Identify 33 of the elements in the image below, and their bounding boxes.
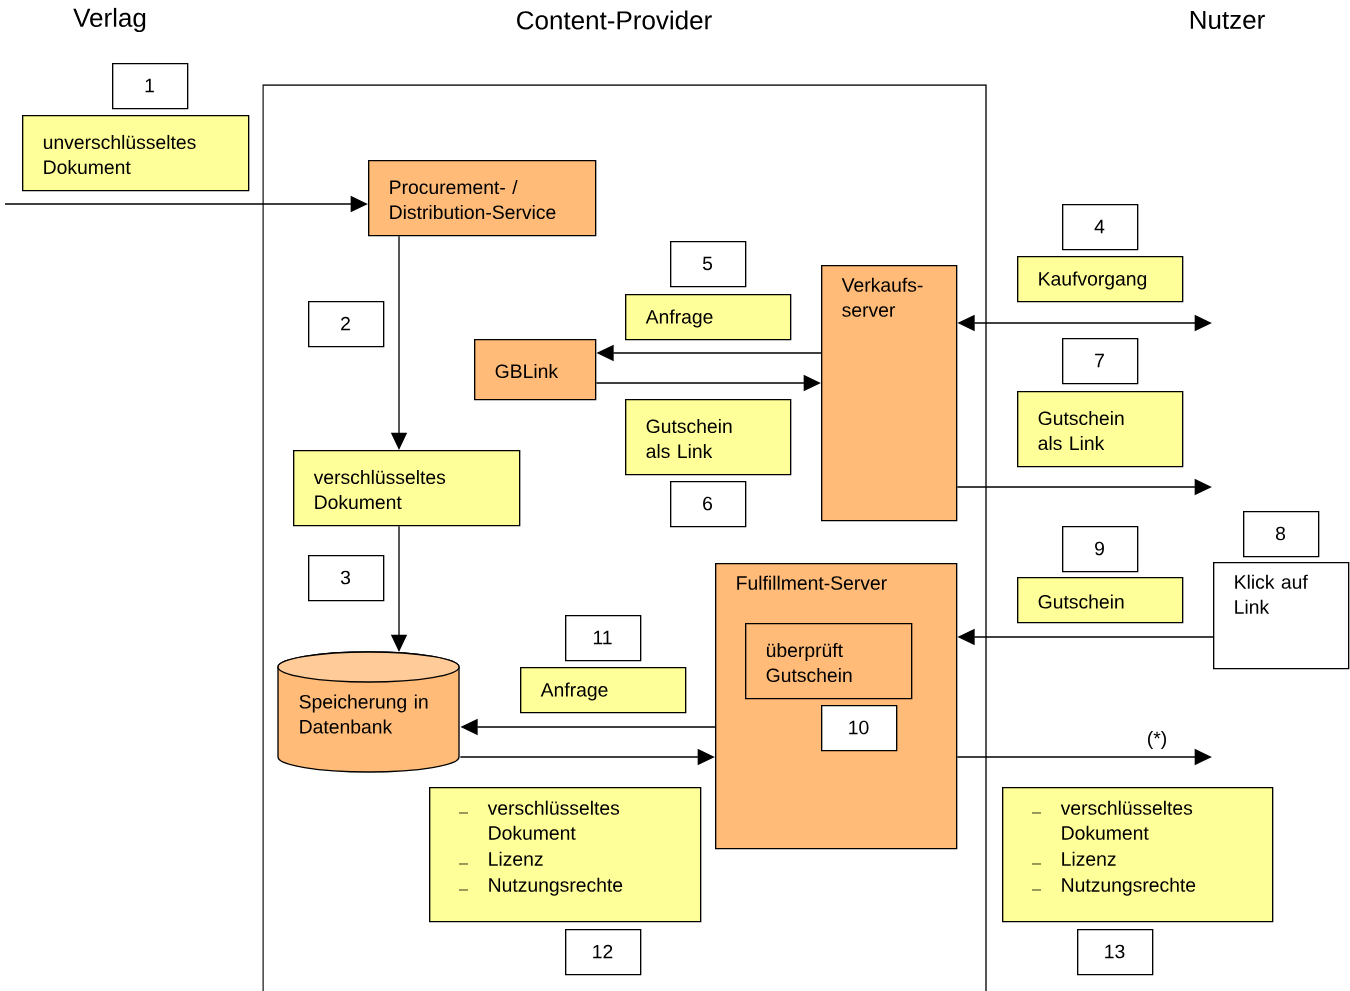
step-number-box: 13 <box>1077 929 1154 976</box>
step-number-box: 10 <box>821 705 898 752</box>
list-box: verschlüsseltes Dokument Lizenz Nutzungsrechte <box>429 787 702 923</box>
action-box: Klick auf Link <box>1213 562 1350 670</box>
step-number-box: 12 <box>565 929 642 976</box>
heading: Verlag <box>73 7 146 33</box>
label-box: Gutschein als Link <box>1017 391 1184 468</box>
step-number-box: 11 <box>565 615 642 662</box>
process-box: GBLink <box>474 339 597 401</box>
process-box: Verkaufs- server <box>821 265 958 522</box>
list-box: verschlüsseltes Dokument Lizenz Nutzungsrechte <box>1002 787 1274 923</box>
label-box: Gutschein <box>1017 577 1184 624</box>
heading: Content-Provider <box>517 10 712 30</box>
step-number-box: 4 <box>1062 204 1139 251</box>
step-number-box: 9 <box>1062 526 1139 573</box>
heading: Nutzer <box>1190 10 1265 30</box>
label-box: Anfrage <box>625 294 792 341</box>
label-box: Gutschein als Link <box>625 399 792 476</box>
step-number-box: 7 <box>1062 338 1139 385</box>
label-box: Kaufvorgang <box>1017 256 1184 303</box>
step-number-box: 6 <box>670 481 747 528</box>
label-box: Anfrage <box>520 667 687 714</box>
step-number-box: 3 <box>308 555 385 602</box>
process-box: Procurement- / Distribution-Service <box>368 160 597 237</box>
step-number-box: 1 <box>112 63 189 110</box>
process-box: überprüft Gutschein <box>745 623 913 700</box>
step-number-box: 8 <box>1243 511 1320 558</box>
step-number-box: 2 <box>308 301 385 348</box>
step-number-box: 5 <box>670 241 747 288</box>
label-box: unverschlüsseltes Dokument <box>22 115 250 192</box>
database-cylinder: Speicherung in Datenbank <box>277 651 460 773</box>
label-box: verschlüsseltes Dokument <box>293 450 521 527</box>
edge-label: (*) <box>1145 729 1169 751</box>
